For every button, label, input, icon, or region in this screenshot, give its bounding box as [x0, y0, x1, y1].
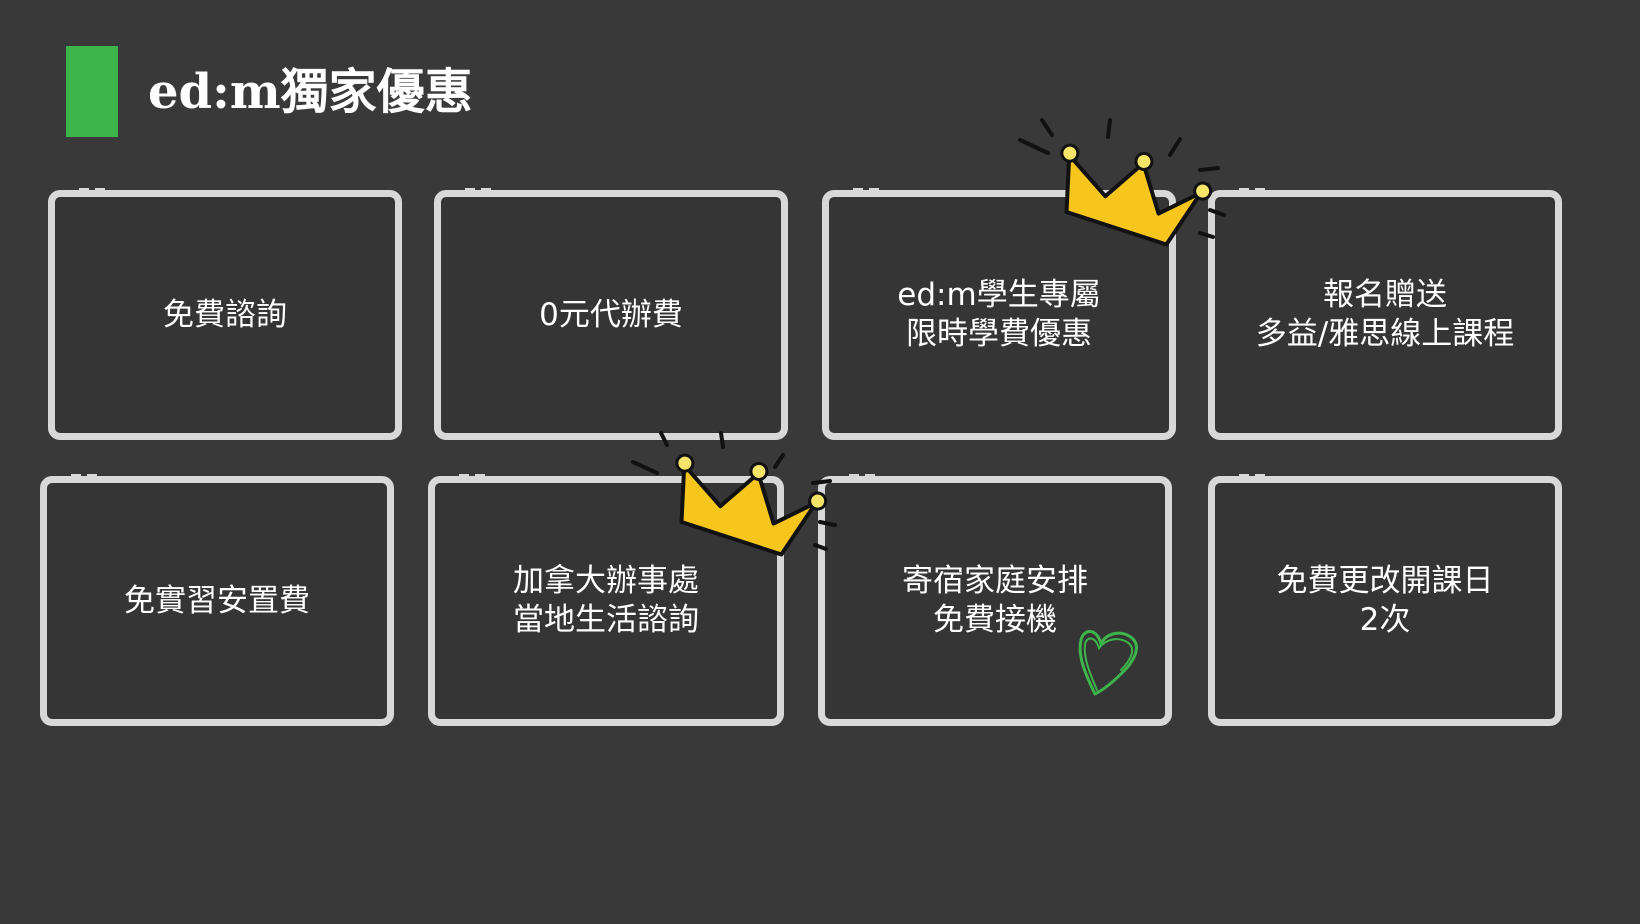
- offer-card-text: 多益/雅思線上課程: [1255, 316, 1515, 352]
- heart-icon: [1078, 630, 1138, 696]
- offer-card-text: 報名贈送: [1322, 277, 1447, 313]
- title-accent-bar: [66, 46, 118, 137]
- offer-card-text: 2次: [1359, 602, 1411, 638]
- offer-card-free-internship-placement: 免實習安置費: [40, 474, 394, 726]
- offer-card-text: 限時學費優惠: [906, 316, 1092, 352]
- offer-card-zero-agency-fee: 0元代辦費: [434, 188, 788, 440]
- offer-card-text: ed:m學生專屬: [897, 277, 1101, 313]
- offer-card-text: 當地生活諮詢: [513, 602, 699, 638]
- offer-card-text: 免費接機: [933, 602, 1057, 638]
- offer-card-free-consultation: 免費諮詢: [48, 188, 402, 440]
- crown-icon: [631, 431, 837, 557]
- offer-card-student-tuition-discount: ed:m學生專屬 限時學費優惠: [822, 188, 1176, 440]
- offer-card-text: 加拿大辦事處: [513, 563, 699, 599]
- offer-card-text: 免實習安置費: [124, 582, 310, 619]
- offer-card-text: 免費更改開課日: [1276, 563, 1494, 599]
- offer-card-free-online-course: 報名贈送 多益/雅思線上課程: [1208, 188, 1562, 440]
- offer-card-text: 免費諮詢: [163, 296, 287, 333]
- offer-card-homestay-airport-pickup: 寄宿家庭安排 免費接機: [818, 474, 1172, 726]
- offer-card-text: 寄宿家庭安排: [902, 563, 1088, 599]
- offer-card-text: 0元代辦費: [539, 296, 683, 333]
- offer-card-free-start-date-change: 免費更改開課日 2次: [1208, 474, 1562, 726]
- page-title: ed:m獨家優惠: [148, 64, 473, 120]
- crown-icon: [1018, 118, 1226, 247]
